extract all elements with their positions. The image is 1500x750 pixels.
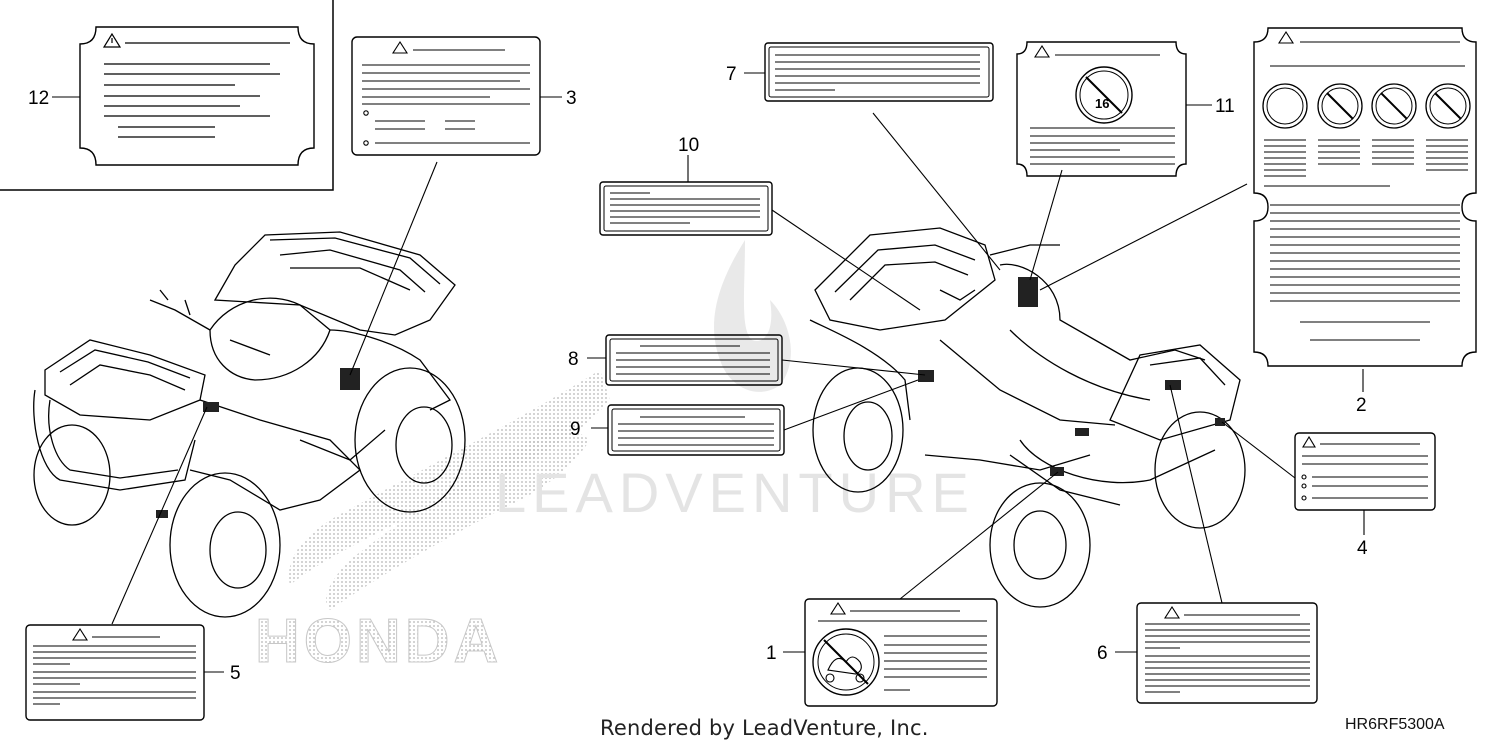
footer-credit: Rendered by LeadVenture, Inc. (600, 716, 929, 740)
age-limit-number: 16 (1095, 96, 1109, 111)
warning-icon (102, 32, 122, 48)
callout-10: 10 (678, 135, 699, 156)
prohibition-icon-1 (1317, 83, 1363, 129)
no-passenger-icon (812, 628, 880, 696)
label-3 (351, 36, 541, 156)
callout-2: 2 (1356, 395, 1367, 416)
label-6 (1136, 602, 1318, 704)
callout-11: 11 (1215, 96, 1235, 117)
callout-9: 9 (570, 419, 581, 440)
flame-watermark-icon (714, 240, 791, 392)
prohibition-icon-2 (1371, 83, 1417, 129)
label-5 (25, 624, 205, 721)
atv-left-illustration (33, 231, 466, 618)
leadventure-watermark-text: LEADVENTURE (495, 461, 975, 524)
honda-watermark-text: HONDA (255, 607, 502, 676)
label-9 (607, 404, 785, 456)
no-under-16-icon (1075, 66, 1133, 124)
callout-5: 5 (230, 663, 241, 684)
label-1 (804, 598, 998, 707)
callout-1: 1 (766, 643, 777, 664)
callout-7: 7 (726, 64, 737, 85)
diagram-code: HR6RF5300A (1345, 716, 1445, 733)
leader-lines (52, 72, 1365, 673)
callout-3: 3 (566, 88, 577, 109)
callout-8: 8 (568, 349, 579, 370)
callout-4: 4 (1357, 538, 1368, 559)
label12-inset-frame (0, 0, 334, 191)
prohibition-icon-3 (1425, 83, 1471, 129)
label-11: 16 (1016, 41, 1187, 177)
label-10 (599, 181, 773, 236)
label-8 (605, 334, 783, 386)
atv-right-illustration (809, 227, 1246, 608)
label-12 (79, 26, 315, 166)
caution-circle-icon (1262, 83, 1308, 129)
callout-12: 12 (28, 88, 49, 109)
honda-wing-watermark (289, 370, 610, 610)
label-7 (764, 42, 994, 102)
callout-6: 6 (1097, 643, 1108, 664)
label-2 (1253, 27, 1477, 367)
label-4 (1294, 432, 1436, 511)
